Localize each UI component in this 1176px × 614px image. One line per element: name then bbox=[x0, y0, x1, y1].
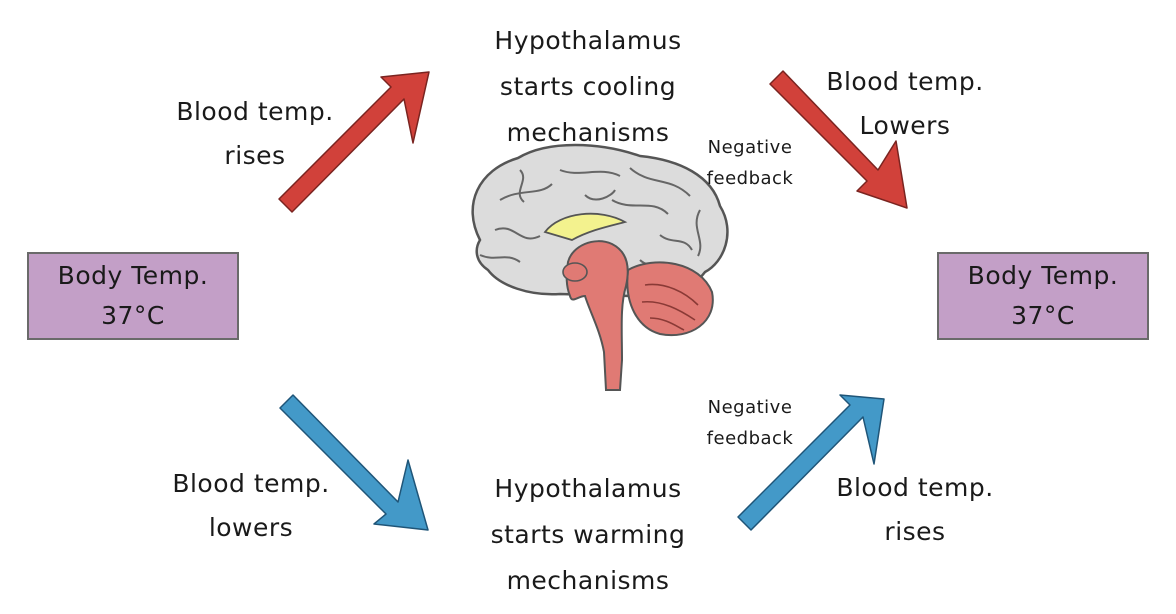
arrow-warming-to-rise bbox=[737, 394, 885, 531]
hypothalamus-cooling-text: Hypothalamus starts cooling mechanisms bbox=[494, 26, 682, 147]
body-temp-right-label: Body Temp. 37°C bbox=[967, 261, 1119, 330]
body-temp-box-right: Body Temp. 37°C bbox=[937, 252, 1149, 340]
label-blood-temp-rises-bottom: Blood temp. rises bbox=[836, 473, 994, 546]
label-blood-temp-lowers-bottom: Blood temp. lowers bbox=[172, 469, 330, 542]
brain-icon bbox=[471, 143, 729, 391]
arrow-cooling-to-lower bbox=[769, 70, 908, 209]
arrow-lower-to-warming bbox=[279, 394, 429, 531]
hypothalamus-warming-text: Hypothalamus starts warming mechanisms bbox=[490, 474, 686, 595]
arrow-rise-to-cooling bbox=[278, 71, 430, 213]
label-blood-temp-lowers-top: Blood temp. Lowers bbox=[826, 67, 984, 140]
negative-feedback-bottom: Negative feedback bbox=[706, 397, 794, 449]
body-temp-box-left: Body Temp. 37°C bbox=[27, 252, 239, 340]
label-blood-temp-rises-top: Blood temp. rises bbox=[176, 97, 334, 170]
negative-feedback-top: Negative feedback bbox=[706, 137, 794, 189]
body-temp-left-label: Body Temp. 37°C bbox=[57, 261, 209, 330]
